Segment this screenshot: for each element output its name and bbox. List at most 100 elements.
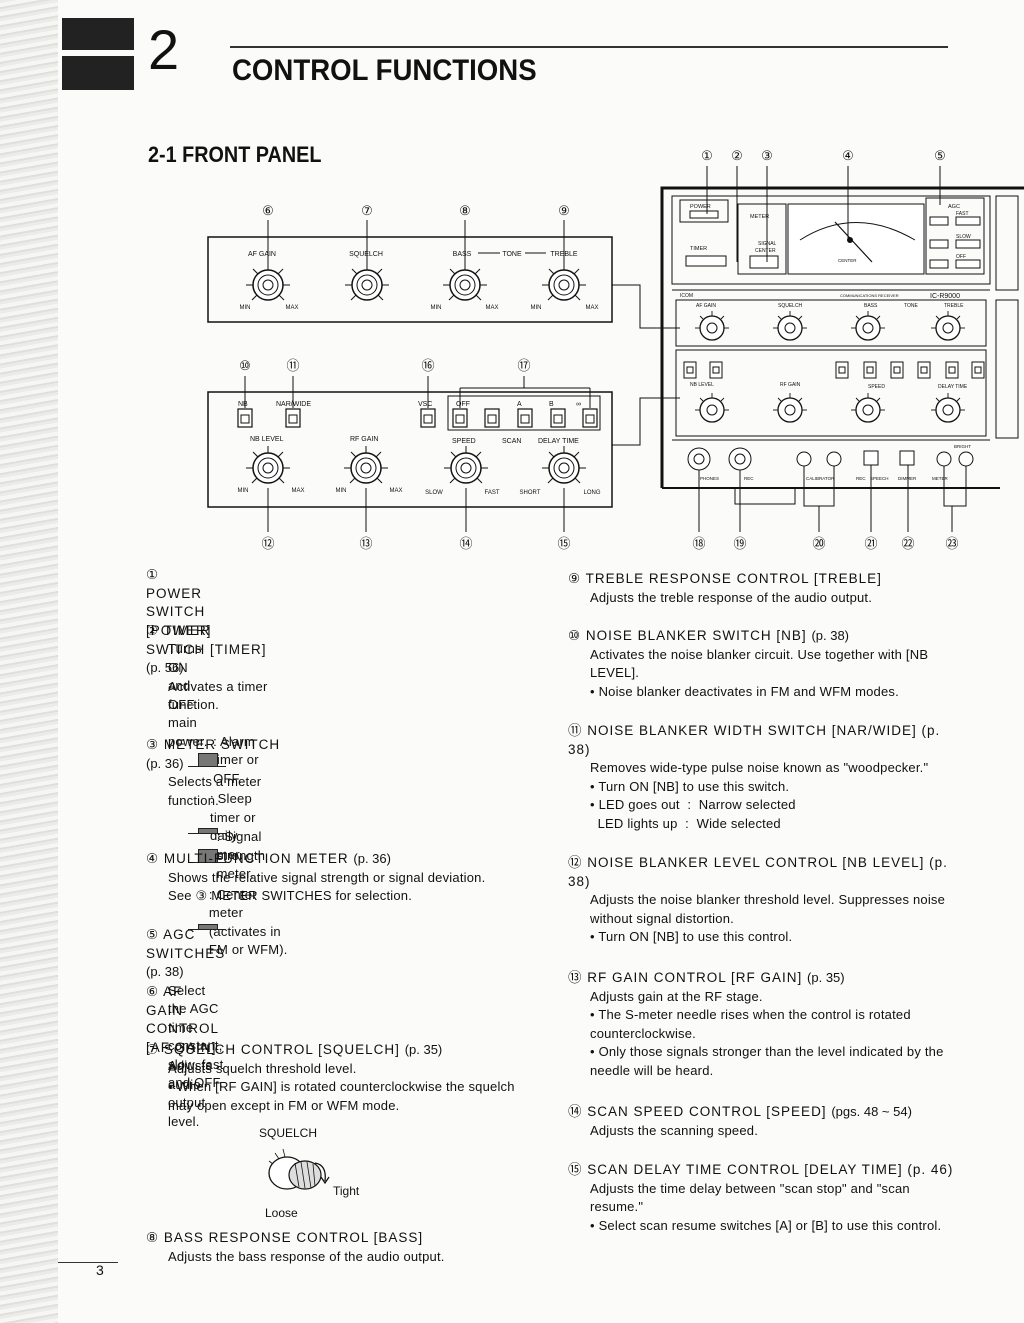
radio-label-bright: BRIGHT xyxy=(954,444,971,449)
radio-brand: ICOM xyxy=(680,293,693,299)
label-long: LONG xyxy=(583,490,600,496)
callout-16: ⑯ xyxy=(421,358,434,373)
label-rf-gain: RF GAIN xyxy=(350,436,378,443)
item-text: LED lights up : Wide selected xyxy=(590,815,781,831)
item-number: ⑮ xyxy=(568,1162,583,1177)
label-max: MAX xyxy=(485,305,498,311)
item-number: ① xyxy=(146,567,160,582)
radio-label-meter-b: METER xyxy=(932,476,949,481)
item-agc-switches: ⑤ AGC SWITCHES (p. 38) Select the AGC ti… xyxy=(146,926,225,1093)
callout-2: ② xyxy=(731,148,743,163)
item-power-switch: ① POWER SWITCH [POWER] Turns ON and OFF … xyxy=(146,566,212,751)
radio-label-meter: METER xyxy=(750,214,769,220)
label-min: MIN xyxy=(431,305,442,311)
item-page-ref: (pgs. 48 ~ 54) xyxy=(831,1104,912,1119)
item-heading: BASS RESPONSE CONTROL [BASS] xyxy=(163,1230,424,1245)
item-page-ref: (p. 36) xyxy=(146,755,184,771)
item-page-ref: (p. 38) xyxy=(811,628,850,643)
radio-receiver-label: COMMUNICATIONS RECEIVER xyxy=(840,293,899,298)
squelch-figure-title: SQUELCH xyxy=(259,1126,318,1140)
callout-23: ㉓ xyxy=(945,536,958,551)
item-number: ⑦ xyxy=(146,1042,160,1057)
item-text: Shows the relative signal strength or si… xyxy=(168,869,486,885)
item-number: ④ xyxy=(146,851,160,866)
label-max: MAX xyxy=(285,305,298,311)
item-text: • Turn ON [NB] to use this switch. xyxy=(590,778,790,794)
label-off: OFF xyxy=(456,401,470,408)
item-text: • Noise blanker deactivates in FM and WF… xyxy=(590,683,899,699)
label-squelch: SQUELCH xyxy=(349,251,383,258)
item-text: Removes wide-type pulse noise known as "… xyxy=(590,760,929,775)
item-text: Activates the noise blanker circuit. Use… xyxy=(590,646,929,681)
callout-8: ⑧ xyxy=(459,203,471,218)
radio-label-agc-slow: SLOW xyxy=(956,234,971,240)
item-treble: ⑨ TREBLE RESPONSE CONTROL [TREBLE] Adjus… xyxy=(568,570,968,607)
radio-label-agc-fast: FAST xyxy=(956,211,969,217)
callout-14: ⑭ xyxy=(459,536,472,551)
label-nb: NB xyxy=(238,401,248,408)
item-text: Adjusts the scanning speed. xyxy=(590,1122,759,1138)
item-number: ⑥ xyxy=(146,984,160,999)
item-text: See ③ METER SWITCHES for selection. xyxy=(168,888,413,903)
chapter-rule xyxy=(230,46,948,48)
item-scan-delay: ⑮ SCAN DELAY TIME CONTROL [DELAY TIME] (… xyxy=(568,1161,958,1235)
page-number: 3 xyxy=(96,1262,104,1278)
upper-panel-detail xyxy=(207,236,613,323)
radio-label-timer: TIMER xyxy=(690,246,707,252)
radio-label-rec: REC xyxy=(744,476,754,481)
radio-label-speed: SPEED xyxy=(868,384,885,390)
radio-label-delay: DELAY TIME xyxy=(938,384,968,390)
radio-label-agc-off: OFF xyxy=(956,254,966,260)
callout-22: ㉒ xyxy=(901,536,914,551)
item-page-ref: (p. 36) xyxy=(353,851,391,866)
item-rf-gain: ⑬ RF GAIN CONTROL [RF GAIN] (p. 35) Adju… xyxy=(568,969,958,1080)
label-nb-level: NB LEVEL xyxy=(250,436,284,443)
lower-panel-detail xyxy=(207,391,613,508)
item-text: Adjusts the bass response of the audio o… xyxy=(168,1248,445,1264)
page-number-rule xyxy=(58,1262,118,1263)
radio-meter-center-label: CENTER xyxy=(838,258,857,263)
item-number: ⑧ xyxy=(146,1230,160,1245)
radio-label-calibrator: CALIBRATOR xyxy=(806,476,835,481)
item-heading: RF GAIN CONTROL [RF GAIN] xyxy=(587,970,803,985)
radio-label-af-gain: AF GAIN xyxy=(696,303,716,309)
item-text: • Turn ON [NB] to use this control. xyxy=(590,929,793,944)
chapter-number: 2 xyxy=(148,18,180,81)
callout-1: ① xyxy=(701,148,713,163)
item-text: Adjusts the time delay between "scan sto… xyxy=(590,1180,910,1215)
item-number: ⑨ xyxy=(568,571,582,586)
callout-9: ⑨ xyxy=(558,203,570,218)
callout-5: ⑤ xyxy=(934,148,946,163)
switch-off-text: : Center meter (activates in FM or WFM). xyxy=(208,886,288,958)
callout-17: ⑰ xyxy=(517,358,530,373)
label-tone: TONE xyxy=(502,251,522,258)
label-max: MAX xyxy=(389,488,402,494)
item-text: Activates a timer function. xyxy=(168,678,268,713)
item-text: Adjusts squelch threshold level. xyxy=(168,1060,357,1076)
item-text: • Only those signals stronger than the l… xyxy=(590,1044,944,1078)
item-heading: TIMER SWITCH [TIMER] xyxy=(146,623,267,657)
callout-6: ⑥ xyxy=(262,203,274,218)
item-number: ⑫ xyxy=(568,855,583,870)
item-heading: SCAN SPEED CONTROL [SPEED] xyxy=(587,1104,827,1119)
radio-model: IC-R9000 xyxy=(930,293,960,300)
callout-11: ⑪ xyxy=(286,358,299,373)
label-a: A xyxy=(517,401,522,408)
item-number: ⑭ xyxy=(568,1104,583,1119)
item-page-ref: (p. 38) xyxy=(146,964,184,979)
item-nb-width: ⑪ NOISE BLANKER WIDTH SWITCH [NAR/WIDE] … xyxy=(568,722,958,833)
item-heading: NOISE BLANKER LEVEL CONTROL [NB LEVEL] (… xyxy=(568,855,948,889)
squelch-knob-figure: SQUELCH Tight Loose xyxy=(255,1124,385,1220)
callout-3: ③ xyxy=(761,148,773,163)
label-b: B xyxy=(549,401,554,408)
radio-label-nb-level: NB LEVEL xyxy=(690,382,714,388)
callout-18: ⑱ xyxy=(692,536,705,551)
label-vsc: VSC xyxy=(418,401,432,408)
radio-label-treble: TREBLE xyxy=(944,303,964,309)
label-delay-time: DELAY TIME xyxy=(538,438,579,445)
callout-21: ㉑ xyxy=(864,536,877,551)
item-bass: ⑧ BASS RESPONSE CONTROL [BASS] Adjusts t… xyxy=(146,1229,536,1266)
radio-label-agc: AGC xyxy=(948,204,960,210)
label-infinity: ∞ xyxy=(576,401,581,408)
item-number: ⑤ xyxy=(146,927,160,942)
